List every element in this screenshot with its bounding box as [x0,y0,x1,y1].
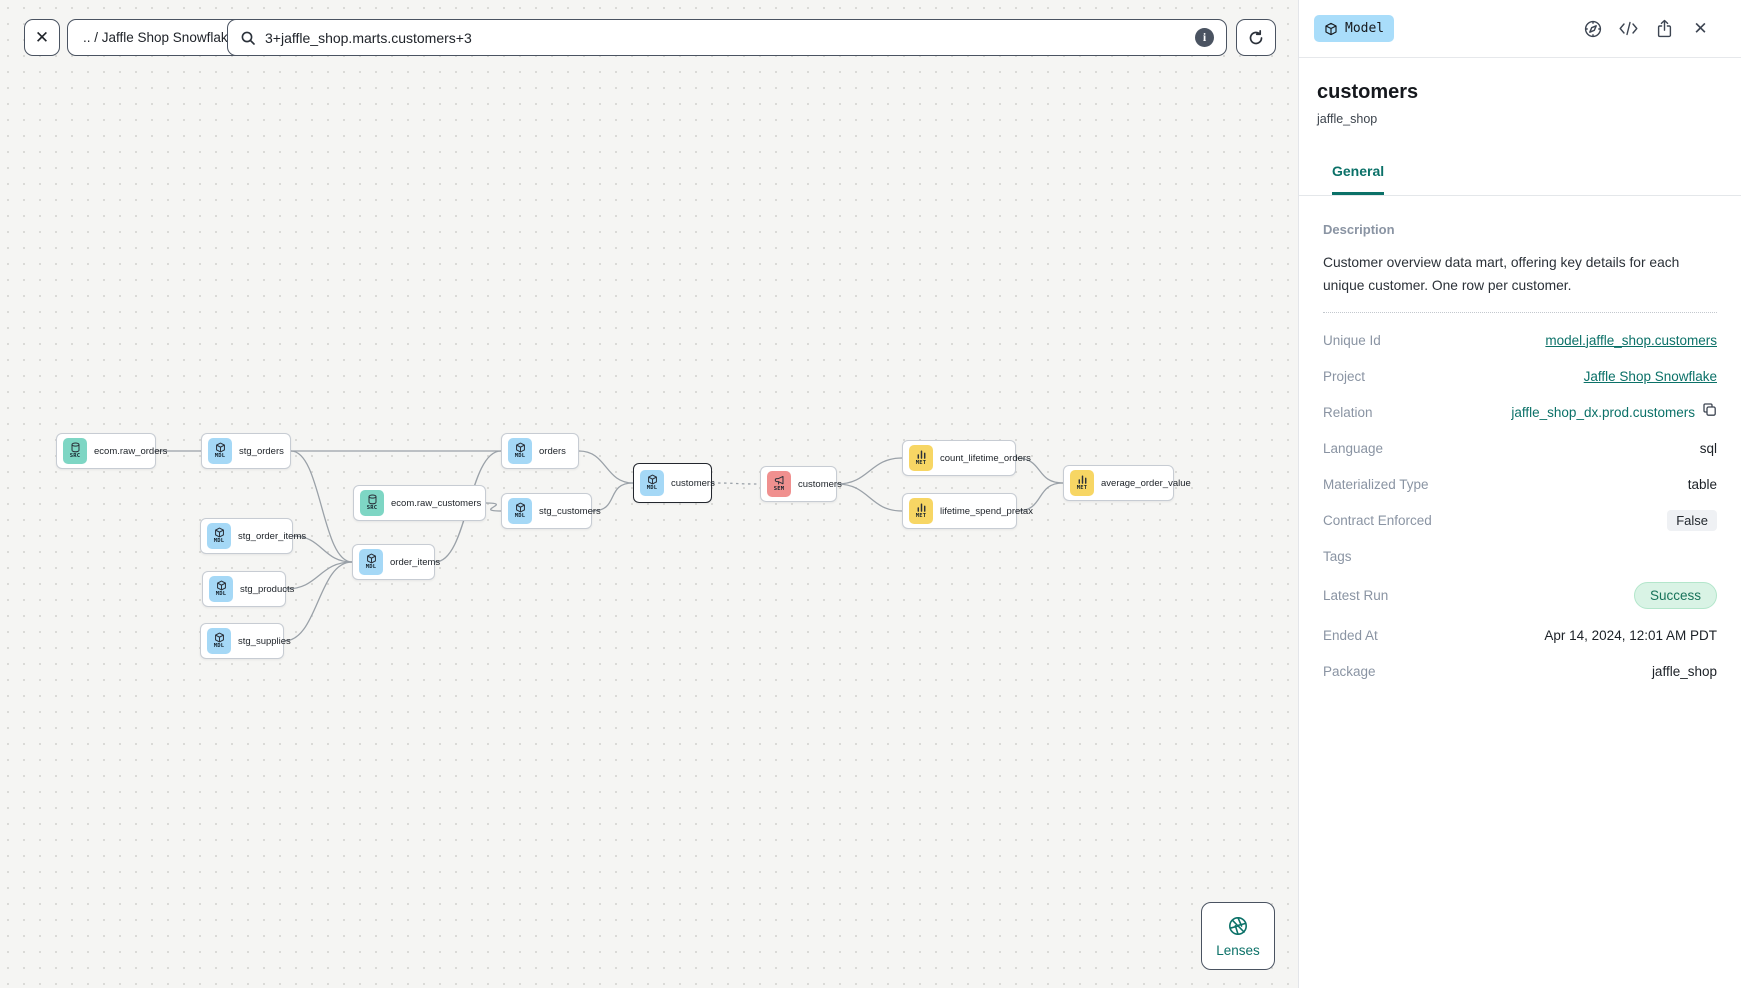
lineage-node-average-order-value[interactable]: MET average_order_value [1063,465,1191,501]
dotted-divider [1323,312,1717,313]
field-row-contract-enforced: Contract Enforced False [1323,502,1717,538]
panel-content[interactable]: Description Customer overview data mart,… [1299,196,1741,689]
metric-icon: MET [1070,470,1094,496]
field-row-language: Language sql [1323,440,1717,456]
description-label: Description [1323,222,1395,237]
node-label: customers [671,477,715,489]
node-label: customers [798,478,842,490]
close-lineage-button[interactable]: ✕ [24,19,60,56]
field-row-latest-run: Latest Run Success [1323,574,1717,617]
lineage-node-stg-order-items[interactable]: MDL stg_order_items [200,518,306,554]
lineage-node-stg-orders[interactable]: MDL stg_orders [201,433,291,469]
package-subtitle: jaffle_shop [1317,112,1378,126]
details-panel-header: Model ✕ [1299,0,1741,58]
selector-info-icon[interactable]: i [1195,28,1214,47]
relation-value: jaffle_shop_dx.prod.customers [1511,404,1695,420]
source-icon: SRC [360,490,384,516]
lineage-node-orders[interactable]: MDL orders [501,433,579,469]
node-label: count_lifetime_orders [940,452,1031,464]
lineage-canvas[interactable]: SRC ecom.raw_orders MDL stg_orders SRC e… [0,0,1298,988]
title-block: customers jaffle_shop [1299,58,1741,126]
field-row-project: Project Jaffle Shop Snowflake [1323,368,1717,384]
source-icon: SRC [63,438,87,464]
model-cube-icon [1325,22,1337,35]
field-row-relation: Relation jaffle_shop_dx.prod.customers [1323,394,1717,430]
model-icon: MDL [508,498,532,524]
field-row-package: Package jaffle_shop [1323,663,1717,679]
materialized-type-value: table [1687,476,1717,492]
field-row-materialized-type: Materialized Type table [1323,476,1717,492]
node-label: lifetime_spend_pretax [940,505,1033,517]
model-icon: MDL [207,523,231,549]
field-row-tags: Tags [1323,548,1352,564]
lineage-search-bar[interactable]: i [227,19,1227,56]
model-icon: MDL [208,438,232,464]
refresh-icon [1249,29,1263,44]
lineage-node-customers-selected[interactable]: MDL customers [633,463,715,503]
language-value: sql [1699,440,1717,456]
node-label: stg_products [240,583,295,595]
field-list: Unique Id model.jaffle_shop.customers Pr… [1323,322,1717,689]
details-panel: Model ✕ customers jaffle_shop General [1298,0,1741,988]
selector-search-input[interactable] [265,29,1186,46]
refresh-lineage-button[interactable] [1236,19,1276,56]
lineage-node-customers-semantic[interactable]: SEM customers [760,466,842,502]
metric-icon: MET [909,445,933,471]
lenses-aperture-icon [1229,916,1247,935]
copy-icon[interactable] [1702,402,1717,422]
unique-id-link[interactable]: model.jaffle_shop.customers [1545,332,1717,348]
model-icon: MDL [508,438,532,464]
lineage-node-stg-supplies[interactable]: MDL stg_supplies [200,623,291,659]
search-icon [241,31,255,45]
node-label: ecom.raw_customers [391,497,482,509]
resource-type-label: Model [1345,21,1385,36]
node-label: ecom.raw_orders [94,445,168,457]
contract-enforced-badge: False [1667,509,1717,531]
lineage-node-count-lifetime-orders[interactable]: MET count_lifetime_orders [902,440,1031,476]
panel-tabs: General [1299,163,1741,196]
node-label: stg_customers [539,505,601,517]
tab-general[interactable]: General [1332,163,1385,195]
node-label: stg_supplies [238,635,291,647]
field-row-unique-id: Unique Id model.jaffle_shop.customers [1323,332,1717,348]
latest-run-status-badge: Success [1633,582,1717,609]
lineage-node-order-items[interactable]: MDL order_items [352,544,440,580]
lenses-label: Lenses [1216,942,1260,958]
model-icon: MDL [640,470,664,496]
field-row-ended-at: Ended At Apr 14, 2024, 12:01 AM PDT [1323,627,1717,643]
lineage-node-stg-products[interactable]: MDL stg_products [202,571,294,607]
description-text: Customer overview data mart, offering ke… [1323,255,1680,293]
resource-type-badge: Model [1314,15,1395,42]
node-label: stg_order_items [238,530,307,542]
lenses-button[interactable]: Lenses [1201,902,1275,970]
project-link[interactable]: Jaffle Shop Snowflake [1583,368,1717,384]
close-panel-icon[interactable]: ✕ [1693,18,1708,38]
panel-header-icons: ✕ [1582,18,1711,39]
lineage-node-ecom-raw-customers[interactable]: SRC ecom.raw_customers [353,485,486,521]
model-icon: MDL [209,576,233,602]
metric-icon: MET [909,498,933,524]
ended-at-value: Apr 14, 2024, 12:01 AM PDT [1544,627,1717,643]
model-icon: MDL [207,628,231,654]
model-icon: MDL [359,549,383,575]
code-icon[interactable] [1618,18,1639,39]
lineage-node-lifetime-spend-pretax[interactable]: MET lifetime_spend_pretax [902,493,1033,529]
node-label: stg_orders [239,445,284,457]
node-label: average_order_value [1101,477,1191,489]
explore-compass-icon[interactable] [1582,18,1603,39]
lineage-node-ecom-raw-orders[interactable]: SRC ecom.raw_orders [56,433,167,469]
lineage-node-stg-customers[interactable]: MDL stg_customers [501,493,601,529]
breadcrumb[interactable]: .. / Jaffle Shop Snowflake [67,19,252,56]
package-value: jaffle_shop [1651,663,1717,679]
node-label: orders [539,445,566,457]
node-label: order_items [390,556,441,568]
semantic-model-icon: SEM [767,471,791,497]
share-icon[interactable] [1654,18,1675,39]
page-title: customers [1317,81,1419,103]
